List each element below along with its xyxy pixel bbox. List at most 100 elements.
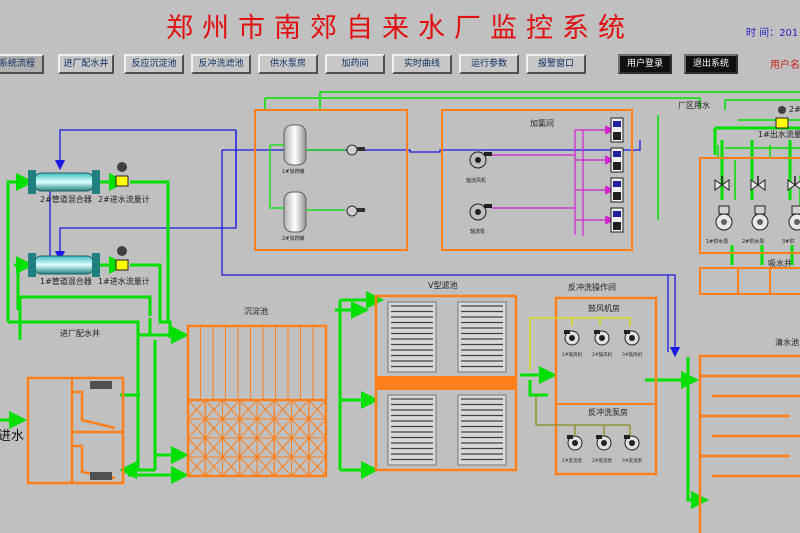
blower-1-icon (564, 330, 580, 346)
blower-air-lines (529, 317, 631, 370)
chlorinator-4-icon (610, 207, 624, 233)
dosing-room (254, 109, 408, 251)
dosing-tank-1-icon (283, 124, 307, 166)
sed-cell-cross (291, 437, 310, 458)
chlorinator-1-icon (610, 117, 624, 143)
pipe-mixer-1 (28, 253, 100, 277)
time-display: 时 间：201 (746, 24, 798, 39)
flow-in-1-label: 1#进水流量计 (98, 276, 150, 286)
v-filter (374, 294, 518, 472)
sed-cell-cross (222, 418, 241, 439)
chlorinator-2-icon (610, 147, 624, 173)
nav-sed-tank-button[interactable]: 反应沉淀池 (124, 54, 184, 74)
nav-realtime-curve-button[interactable]: 实时曲线 (392, 54, 452, 74)
water-thin-lines (264, 91, 800, 230)
sed-cell-cross (187, 418, 206, 439)
sed-cell-cross (222, 456, 241, 477)
sed-cell-cross (187, 456, 206, 477)
sed-cell-cross (308, 418, 327, 439)
pump-3-label: 3#供 (782, 238, 794, 245)
dosing-lines (49, 129, 681, 358)
clear-well (698, 354, 800, 533)
sed-cell-cross (239, 456, 258, 477)
user-login-button[interactable]: 用户登录 (618, 54, 672, 74)
backwash-room (554, 296, 658, 476)
sed-cell-cross (222, 399, 241, 420)
supply-pump-2-icon (751, 205, 769, 231)
nav-dist-well-button[interactable]: 进厂配水井 (58, 54, 114, 74)
exhaust-fan-label: 轴流风机 (466, 177, 486, 184)
filter-cell-3 (387, 394, 437, 466)
blower-room-label: 鼓风机房 (588, 303, 620, 313)
nav-pump-house-button[interactable]: 供水泵房 (258, 54, 318, 74)
sed-cell-cross (291, 399, 310, 420)
chlorinator-3-icon (610, 177, 624, 203)
filter-cell-1 (387, 301, 437, 373)
sed-cell-cross (204, 456, 223, 477)
dosing-pump-2-icon (346, 205, 365, 217)
valve-2-icon (750, 176, 766, 191)
chlorine-room-label: 加氯间 (530, 118, 554, 128)
time-label: 时 间： (746, 28, 780, 39)
blower-1-label: 1#鼓风机 (562, 351, 583, 358)
dist-well-tank (26, 376, 125, 485)
exhaust-fan-1-icon (469, 151, 492, 169)
clear-well-label: 清水池 (775, 337, 799, 347)
sed-cell-cross (273, 437, 292, 458)
sed-cell-cross (204, 399, 223, 420)
backwash-room-label: 反冲洗操作间 (568, 282, 616, 292)
suction-well (699, 267, 800, 295)
water-lines (0, 126, 800, 509)
nav-run-params-button[interactable]: 运行参数 (459, 54, 519, 74)
v-filter-label: V型滤池 (428, 280, 457, 290)
blower-2-icon (594, 330, 610, 346)
supply-pump-3-icon (788, 205, 800, 231)
pipe-mixer-2 (28, 170, 100, 194)
sed-tank-label: 沉淀池 (244, 306, 268, 316)
pump-2-label: 2#供水泵 (742, 238, 764, 245)
blower-3-icon (624, 330, 640, 346)
out-flow-label: 1#出水流量计 (758, 129, 800, 139)
sed-cell-cross (308, 399, 327, 420)
sed-cell-cross (239, 399, 258, 420)
sed-cell (308, 456, 327, 477)
time-value: 201 (779, 28, 799, 39)
bw-pump-lines (535, 395, 631, 435)
plant-water-label: 厂区用水 (678, 100, 710, 110)
dosing-pump-1-icon (346, 144, 365, 156)
user-message: 用户名 (770, 60, 800, 71)
sed-cell-cross (187, 437, 206, 458)
valve-1-icon (714, 176, 730, 191)
sed-cell-cross (222, 437, 241, 458)
blower-2-label: 2#鼓风机 (592, 351, 613, 358)
dosing-tank-2-icon (283, 191, 307, 233)
sed-cell-cross (239, 437, 258, 458)
bw-pump-2-icon (596, 435, 612, 451)
sed-cell-cross (273, 418, 292, 439)
sed-cell-cross (204, 418, 223, 439)
bw-pump-1-label: 1#反洗泵 (562, 457, 583, 464)
sed-cell-cross (256, 437, 275, 458)
sed-cell-cross (187, 399, 206, 420)
dist-well-label: 进厂配水井 (60, 328, 100, 338)
exhaust-fan-2-icon (469, 203, 492, 221)
flow-meter-1-icon (115, 246, 129, 271)
mixer-1-label: 1#管道混合器 (40, 276, 92, 286)
sed-cell-cross (273, 399, 292, 420)
flow-meter-2-icon (115, 162, 129, 187)
supply-pump-1-icon (715, 205, 733, 231)
suction-well-label: 吸水井 (768, 258, 792, 268)
sed-cell-cross (273, 456, 292, 477)
flow-in-2-label: 2#进水流量计 (98, 194, 150, 204)
out-flow-meter-icon (775, 106, 789, 129)
nav-system-flow-button[interactable]: 系统流程 (0, 54, 44, 74)
exit-system-button[interactable]: 退出系统 (684, 54, 738, 74)
dosing-tank-2-label: 2#加药罐 (282, 235, 304, 242)
nav-backwash-filter-button[interactable]: 反冲洗滤池 (191, 54, 251, 74)
nav-dosing-room-button[interactable]: 加药间 (325, 54, 385, 74)
inlet-label: 进水 (0, 429, 24, 444)
axial-pump-label: 轴流泵 (470, 228, 485, 235)
pump-1-label: 1#供水泵 (706, 238, 728, 245)
nav-alarm-window-button[interactable]: 报警窗口 (526, 54, 586, 74)
